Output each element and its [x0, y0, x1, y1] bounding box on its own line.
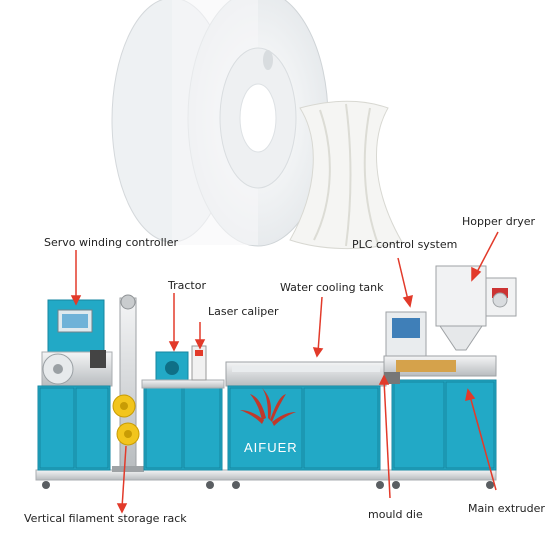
label-laser-caliper: Laser caliper	[208, 305, 279, 318]
label-mould-die: mould die	[368, 508, 423, 521]
label-servo-winding-controller: Servo winding controller	[44, 236, 178, 249]
label-main-extruder: Main extruder	[468, 502, 545, 515]
storage-rack	[112, 294, 144, 472]
label-water-cooling-tank: Water cooling tank	[280, 281, 384, 294]
water-cooling-tank	[225, 361, 387, 471]
extruder-unit	[383, 265, 517, 471]
label-vertical-filament-storage-rack: Vertical filament storage rack	[24, 512, 187, 525]
laser-caliper-unit	[191, 345, 207, 381]
label-hopper-dryer: Hopper dryer	[462, 215, 536, 228]
servo-winding-unit	[41, 299, 113, 387]
winding-cabinet	[37, 385, 111, 471]
label-tractor: Tractor	[168, 279, 206, 292]
filament-spool	[111, 0, 329, 247]
printed-vase	[289, 100, 403, 250]
tractor-unit	[141, 351, 225, 471]
callout-arrows	[70, 231, 499, 514]
brand-logo-text: AIFUER	[244, 440, 298, 455]
label-plc-control-system: PLC control system	[352, 238, 458, 251]
